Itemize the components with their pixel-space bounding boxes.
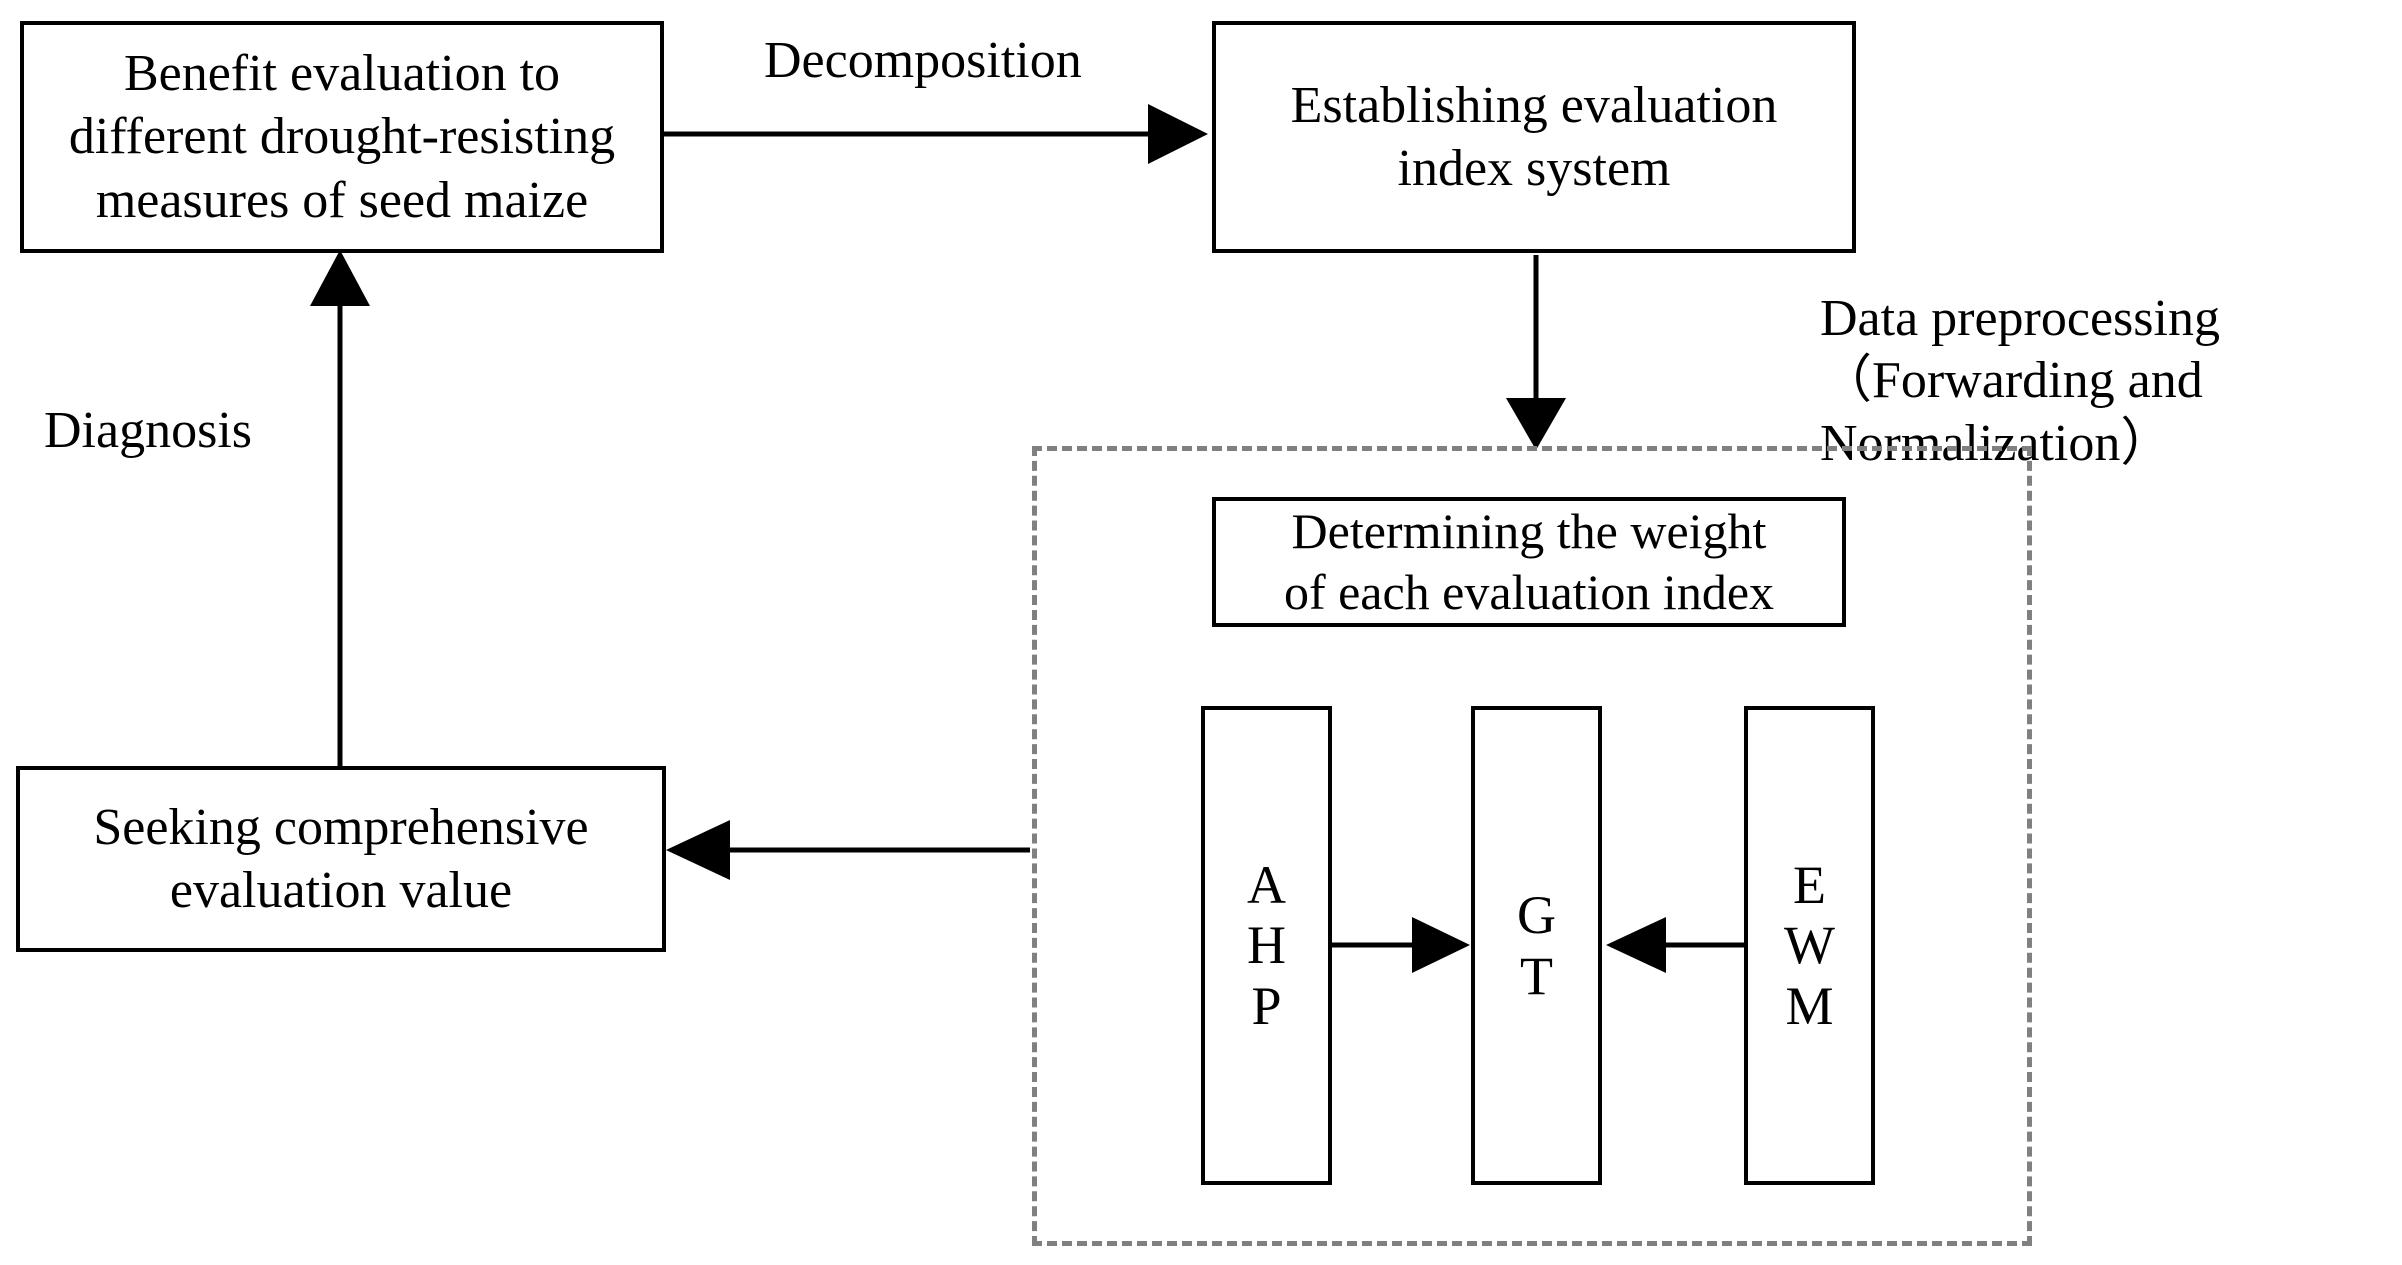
node-gt-letters: G T: [1517, 885, 1556, 1006]
node-ahp-letter-1: A: [1247, 854, 1286, 915]
node-index-system[interactable]: Establishing evaluation index system: [1212, 21, 1856, 253]
node-weight[interactable]: Determining the weight of each evaluatio…: [1212, 497, 1846, 627]
node-ahp-letters: A H P: [1247, 855, 1286, 1036]
node-gt[interactable]: G T: [1471, 706, 1602, 1185]
node-gt-letter-2: T: [1520, 945, 1553, 1006]
node-ewm-letter-2: W: [1784, 915, 1835, 976]
node-comprehensive-value[interactable]: Seeking comprehensive evaluation value: [16, 766, 666, 952]
node-comprehensive-value-label: Seeking comprehensive evaluation value: [93, 798, 589, 919]
arrow-goal-to-index-system: [664, 104, 1208, 164]
node-ahp-letter-3: P: [1251, 975, 1282, 1036]
arrow-weight-group-to-comprehensive-value: [666, 820, 1030, 880]
weight-determination-group: [1032, 446, 2032, 1246]
node-index-system-label: Establishing evaluation index system: [1290, 76, 1778, 197]
edge-label-data-preprocessing: Data preprocessing （Forwarding and Norma…: [1820, 290, 2220, 472]
node-weight-label: Determining the weight of each evaluatio…: [1283, 503, 1775, 620]
node-goal-label: Benefit evaluation to different drought-…: [68, 44, 616, 229]
node-ewm-letter-3: M: [1785, 975, 1834, 1036]
edge-label-decomposition: Decomposition: [764, 32, 1082, 89]
node-ewm[interactable]: E W M: [1744, 706, 1875, 1185]
arrow-comprehensive-value-to-goal: [310, 250, 370, 766]
node-ahp-letter-2: H: [1247, 915, 1286, 976]
node-gt-letter-1: G: [1517, 885, 1556, 946]
node-ewm-letters: E W M: [1784, 855, 1835, 1036]
node-goal[interactable]: Benefit evaluation to different drought-…: [20, 21, 664, 253]
arrow-index-system-to-weight-group: [1506, 255, 1566, 450]
node-ahp[interactable]: A H P: [1201, 706, 1332, 1185]
node-ewm-letter-1: E: [1793, 854, 1826, 915]
edge-label-diagnosis: Diagnosis: [44, 402, 252, 459]
